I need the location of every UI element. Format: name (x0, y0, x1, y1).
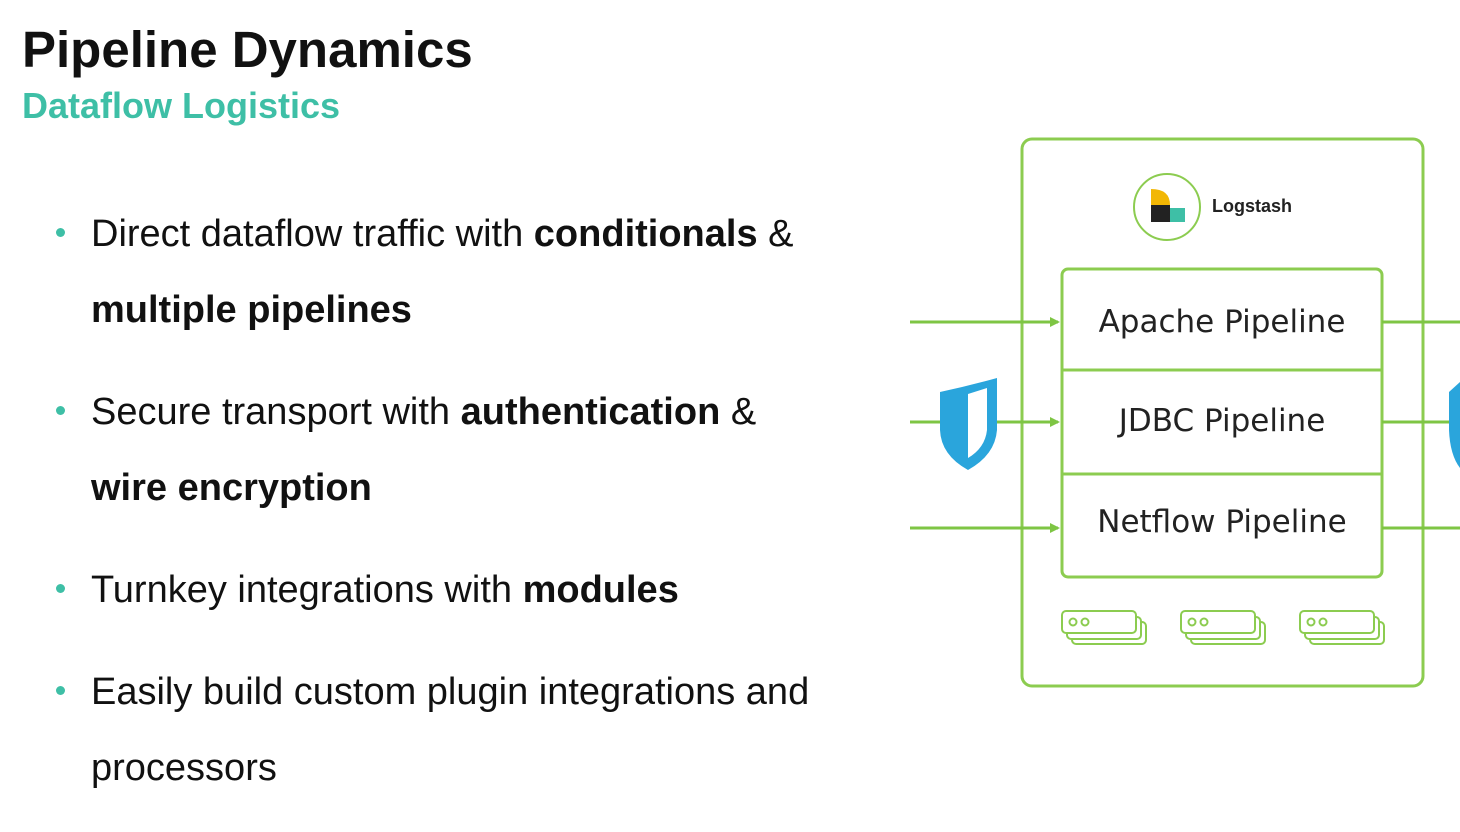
bullet-text-segment: & (720, 391, 757, 433)
slide-title: Pipeline Dynamics (22, 21, 473, 78)
bullet-bold-segment: wire encryption (91, 467, 372, 509)
bullet-bold-segment: conditionals (533, 213, 758, 255)
bullet-text: Easily build custom plugin integrations … (91, 671, 809, 789)
bullet-bold-segment: authentication (460, 391, 721, 433)
bullet-dot-icon (56, 686, 65, 695)
logstash-frame (1020, 137, 1425, 688)
shield-icon (940, 378, 997, 470)
bullet-dot-icon (56, 584, 65, 593)
logstash-diagram: Logstash Apache Pipeline JDBC Pipeline N… (910, 137, 1460, 688)
bullet-dot-icon (56, 228, 65, 237)
bullet-text: Secure transport with authentication & w… (91, 391, 756, 509)
bullet-text-segment: & (757, 213, 794, 255)
bullet-text-segment: Secure transport with (91, 391, 461, 433)
server-stack-icon (1299, 610, 1385, 645)
bullet-bold-segment: modules (522, 569, 679, 611)
bullet-bold-segment: multiple pipelines (91, 289, 412, 331)
logstash-logo-icon (1133, 173, 1201, 241)
logo-label: Logstash (1212, 196, 1292, 216)
bullet-text-segment: Easily build custom plugin integrations … (91, 671, 810, 789)
pipeline-label-jdbc: JDBC Pipeline (1117, 403, 1326, 439)
bullet-item-secure-transport: Secure transport with authentication & w… (56, 374, 856, 526)
pipeline-label-netflow: Netflow Pipeline (1097, 504, 1346, 540)
bullet-text: Direct dataflow traffic with conditional… (91, 213, 794, 331)
server-stack-icon (1180, 610, 1266, 645)
server-stack-icon (1061, 610, 1147, 645)
bullet-item-modules: Turnkey integrations with modules (56, 552, 856, 628)
shield-icon (1449, 382, 1460, 468)
bullet-text: Turnkey integrations with modules (91, 569, 679, 611)
bullet-list: Direct dataflow traffic with conditional… (56, 196, 856, 832)
bullet-dot-icon (56, 406, 65, 415)
bullet-item-pipelines: Direct dataflow traffic with conditional… (56, 196, 856, 348)
slide-subtitle: Dataflow Logistics (22, 85, 341, 126)
bullet-text-segment: Turnkey integrations with (91, 569, 523, 611)
bullet-text-segment: Direct dataflow traffic with (91, 213, 534, 255)
bullet-item-plugins: Easily build custom plugin integrations … (56, 654, 856, 806)
pipeline-label-apache: Apache Pipeline (1099, 304, 1346, 340)
